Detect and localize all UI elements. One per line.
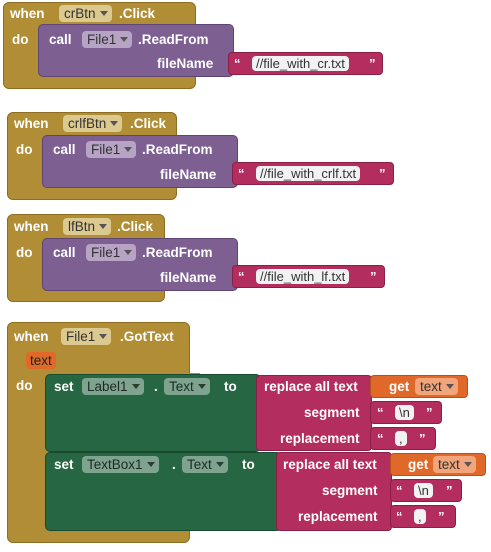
replacement-socket-label: replacement (280, 431, 360, 446)
when-label: when (14, 329, 49, 344)
textbox1-segment-value[interactable]: \n (414, 483, 433, 498)
cr-filepath-value[interactable]: //file_with_cr.txt (252, 56, 349, 71)
click-event-label: .Click (119, 6, 156, 21)
call-label: call (53, 142, 76, 157)
dot-label: . (172, 457, 176, 472)
chevron-down-icon (110, 121, 119, 126)
lf-file-component-dropdown[interactable]: File1 (86, 244, 137, 261)
label1-component-dropdown[interactable]: Label1 (82, 378, 144, 395)
close-quote-icon: ” (446, 483, 453, 498)
chevron-down-icon (197, 384, 206, 389)
label1-replacement-value[interactable]: , (395, 431, 407, 446)
do-label: do (12, 32, 29, 47)
label1-segment-value[interactable]: \n (395, 405, 414, 420)
get-label: get (408, 457, 429, 472)
set-label: set (54, 379, 74, 394)
close-quote-icon: ” (369, 56, 376, 71)
click-event-label: .Click (130, 116, 167, 131)
do-label: do (16, 142, 33, 157)
close-quote-icon: ” (370, 269, 377, 284)
do-label: do (16, 378, 33, 393)
open-quote-icon: “ (396, 509, 403, 524)
readfrom-method-label: .ReadFrom (142, 142, 213, 157)
segment-socket-label: segment (322, 483, 378, 498)
chevron-down-icon (99, 224, 108, 229)
chevron-down-icon (146, 462, 155, 467)
chevron-down-icon (445, 384, 454, 389)
filename-socket-label: fileName (160, 167, 217, 182)
cr-readfrom-call-block[interactable] (38, 24, 234, 77)
gottext-file-component-dropdown[interactable]: File1 (61, 328, 112, 345)
to-label: to (224, 379, 237, 394)
cr-file-component-dropdown[interactable]: File1 (82, 31, 133, 48)
when-label: when (14, 219, 49, 234)
textbox1-component-dropdown[interactable]: TextBox1 (82, 456, 159, 473)
open-quote-icon: “ (377, 405, 384, 420)
cr-button-dropdown[interactable]: crBtn (59, 5, 112, 22)
close-quote-icon: ” (379, 166, 386, 181)
replace-all-text-label: replace all text (283, 457, 377, 472)
when-label: when (14, 116, 49, 131)
close-quote-icon: ” (419, 431, 426, 446)
label1-replace-all-block[interactable] (256, 375, 372, 451)
call-label: call (53, 245, 76, 260)
to-label: to (242, 457, 255, 472)
crlf-readfrom-call-block[interactable] (42, 135, 238, 188)
readfrom-method-label: .ReadFrom (138, 32, 209, 47)
open-quote-icon: “ (377, 431, 384, 446)
chevron-down-icon (215, 462, 224, 467)
label1-get-variable-dropdown[interactable]: text (415, 378, 458, 395)
click-event-label: .Click (117, 219, 154, 234)
text-parameter[interactable]: text (26, 352, 56, 369)
crlf-filepath-value[interactable]: //file_with_crlf.txt (256, 166, 361, 181)
set-label1-text-block[interactable] (45, 374, 261, 452)
chevron-down-icon (120, 37, 129, 42)
crlf-button-dropdown[interactable]: crlfBtn (63, 115, 123, 132)
filename-socket-label: fileName (160, 270, 217, 285)
gottext-event-label: .GotText (120, 329, 174, 344)
chevron-down-icon (99, 334, 108, 339)
lf-readfrom-call-block[interactable] (42, 238, 238, 291)
replacement-socket-label: replacement (298, 509, 378, 524)
textbox1-replacement-value[interactable]: , (414, 509, 426, 524)
chevron-down-icon (99, 11, 108, 16)
open-quote-icon: “ (238, 166, 245, 181)
dot-label: . (154, 379, 158, 394)
open-quote-icon: “ (396, 483, 403, 498)
chevron-down-icon (124, 250, 133, 255)
replace-all-text-label: replace all text (264, 379, 358, 394)
get-label: get (389, 379, 410, 394)
chevron-down-icon (124, 147, 133, 152)
lf-filepath-value[interactable]: //file_with_lf.txt (256, 269, 350, 284)
when-label: when (10, 6, 45, 21)
call-label: call (49, 32, 72, 47)
do-label: do (16, 245, 33, 260)
lf-button-dropdown[interactable]: lfBtn (63, 218, 112, 235)
close-quote-icon: ” (426, 405, 433, 420)
textbox1-get-variable-dropdown[interactable]: text (433, 456, 476, 473)
textbox1-replace-all-block[interactable] (276, 452, 392, 531)
set-label: set (54, 457, 74, 472)
open-quote-icon: “ (234, 56, 241, 71)
segment-socket-label: segment (304, 405, 360, 420)
chevron-down-icon (131, 384, 140, 389)
close-quote-icon: ” (438, 509, 445, 524)
chevron-down-icon (463, 462, 472, 467)
filename-socket-label: fileName (157, 56, 214, 71)
readfrom-method-label: .ReadFrom (142, 245, 213, 260)
crlf-file-component-dropdown[interactable]: File1 (86, 141, 137, 158)
label1-property-dropdown[interactable]: Text (164, 378, 210, 395)
open-quote-icon: “ (238, 269, 245, 284)
textbox1-property-dropdown[interactable]: Text (182, 456, 228, 473)
